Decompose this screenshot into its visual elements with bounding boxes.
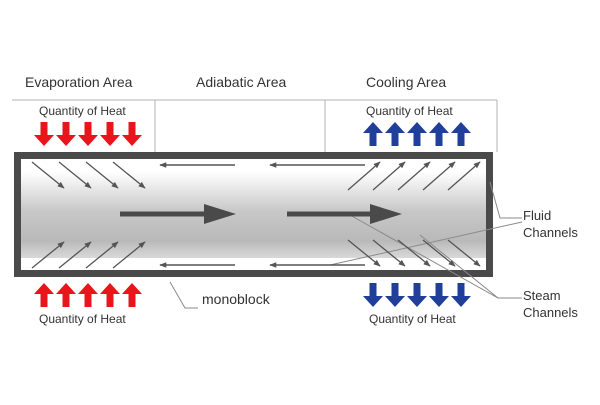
heat-in-arrow-icon	[78, 283, 98, 307]
condensation-arrow	[447, 161, 481, 191]
heat-out-arrow-icon	[429, 122, 449, 146]
heat-out-arrow-icon	[451, 283, 471, 307]
evaporation-arrow	[112, 161, 146, 189]
evaporation-arrow	[58, 161, 92, 189]
upper-fluid-channel	[21, 159, 486, 172]
heat-out-arrow-icon	[429, 283, 449, 307]
condensation-arrow	[422, 161, 456, 191]
evaporation-arrow	[31, 161, 65, 189]
evaporation-arrow	[58, 241, 92, 269]
fluid-channels-label: Fluid Channels	[523, 207, 593, 241]
heat-in-arrow-icon	[56, 122, 76, 146]
monoblock-label: monoblock	[202, 291, 270, 307]
heat-in-arrow-icon	[100, 122, 120, 146]
evaporation-arrow	[31, 241, 65, 269]
condensation-arrow	[347, 239, 381, 267]
adiabatic-area-label: Adiabatic Area	[196, 74, 287, 90]
heat-out-arrow-icon	[385, 283, 405, 307]
heat-arrows	[34, 122, 471, 307]
heat-out-arrow-icon	[363, 122, 383, 146]
steam-flow-arrow	[287, 204, 402, 224]
flow-arrows	[31, 161, 481, 269]
heat-in-arrow-icon	[78, 122, 98, 146]
heat-out-arrow-icon	[385, 122, 405, 146]
heat-out-arrow-icon	[451, 122, 471, 146]
evaporation-area-label: Evaporation Area	[25, 74, 133, 90]
condensation-arrow	[347, 161, 381, 191]
area-guides	[12, 99, 498, 152]
leader-lines	[169, 181, 523, 309]
condensation-arrow	[422, 239, 456, 267]
steam-core	[21, 172, 486, 258]
condensation-arrow	[397, 161, 431, 191]
heat-in-arrow-icon	[56, 283, 76, 307]
heat-label-bottom-right: Quantity of Heat	[369, 312, 456, 326]
evaporation-arrow	[85, 161, 119, 189]
heat-out-arrow-icon	[407, 122, 427, 146]
steam-channels-text: Steam Channels	[523, 288, 578, 320]
heat-in-arrow-icon	[122, 122, 142, 146]
steam-flow-arrow	[120, 204, 236, 224]
evaporation-arrow	[85, 241, 119, 269]
condensation-arrow	[372, 239, 406, 267]
heat-label-bottom-left: Quantity of Heat	[39, 312, 126, 326]
heat-in-arrow-icon	[34, 283, 54, 307]
lower-fluid-channel	[21, 258, 486, 270]
heat-out-arrow-icon	[407, 283, 427, 307]
heat-in-arrow-icon	[122, 283, 142, 307]
evaporation-arrow	[112, 241, 146, 269]
steam-channels-label: Steam Channels	[523, 287, 593, 321]
heat-in-arrow-icon	[34, 122, 54, 146]
heat-out-arrow-icon	[363, 283, 383, 307]
cooling-area-label: Cooling Area	[366, 74, 447, 90]
condensation-arrow	[397, 239, 431, 267]
condensation-arrow	[447, 239, 481, 267]
fluid-channels-text: Fluid Channels	[523, 208, 578, 240]
heat-label-top-left: Quantity of Heat	[39, 104, 126, 118]
heat-label-top-right: Quantity of Heat	[366, 104, 453, 118]
condensation-arrow	[372, 161, 406, 191]
heat-in-arrow-icon	[100, 283, 120, 307]
